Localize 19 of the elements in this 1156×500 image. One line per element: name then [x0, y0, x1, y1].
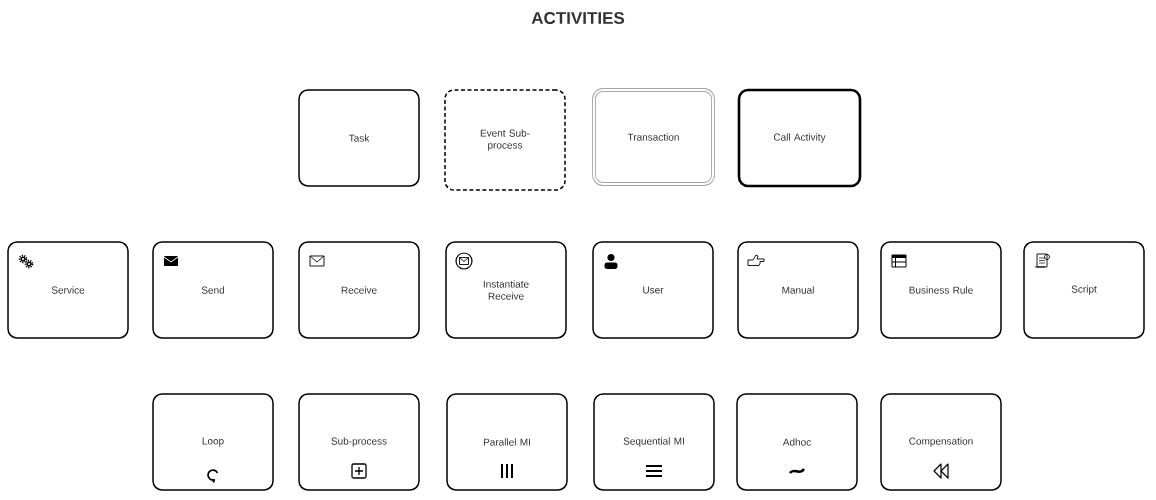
activity-box: Script	[1023, 241, 1145, 339]
activity-box: Receive	[298, 241, 420, 339]
activity-box: Transaction	[592, 88, 715, 186]
activity-box: Compensation	[880, 393, 1002, 491]
activity-box: Instantiate Receive	[445, 241, 567, 339]
activity-box: Call Activity	[737, 88, 862, 188]
activity-box: Sub-process	[298, 393, 420, 491]
activity-box: Adhoc	[736, 393, 858, 491]
title: ACTIVITIES	[531, 12, 625, 24]
activity-box: Parallel MI	[446, 393, 568, 491]
activity-box: Loop	[152, 393, 274, 491]
activity-box: Business Rule	[880, 241, 1002, 339]
activity-box: Event Sub-process	[444, 89, 566, 191]
activity-box: Manual	[737, 241, 859, 339]
activity-box: User	[592, 241, 714, 339]
activity-box: Service	[7, 241, 129, 339]
activity-box: Task	[298, 89, 420, 187]
activity-box: Send	[152, 241, 274, 339]
activity-box: Sequential MI	[593, 393, 715, 491]
